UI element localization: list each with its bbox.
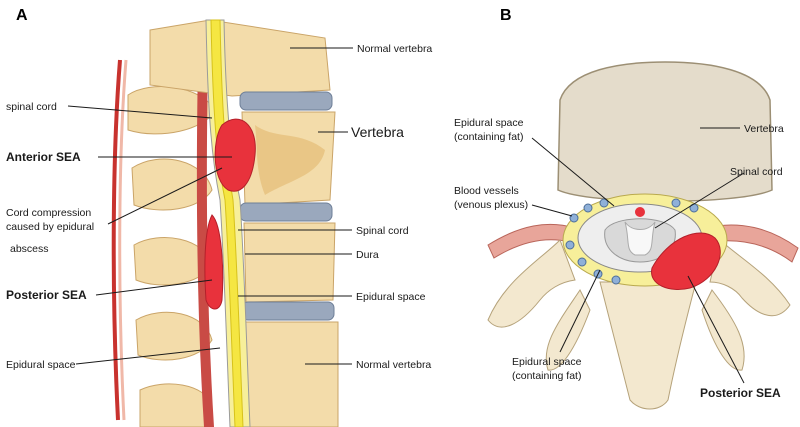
label-vertebra: Vertebra: [351, 124, 404, 140]
panel-a-letter: A: [16, 7, 28, 24]
label-epidural-space-right: Epidural space: [356, 291, 426, 303]
label-epidural-space-left: Epidural space: [6, 359, 76, 371]
label-dura: Dura: [356, 249, 379, 261]
label-cord-compression-2: caused by epidural: [6, 221, 94, 233]
lamina-right: [701, 289, 745, 371]
label-posterior-sea-a: Posterior SEA: [6, 288, 87, 302]
leader-cord-compression: [107, 167, 223, 225]
skin-inner: [118, 59, 128, 421]
label-normal-vertebra-bottom: Normal vertebra: [356, 359, 431, 371]
posterior-sea-mass-a: [204, 214, 224, 310]
leader-epidural-fat-b: [531, 137, 615, 207]
label-vertebra-b: Vertebra: [744, 123, 784, 135]
label-epidural-fat-bottom-2: (containing fat): [512, 370, 581, 382]
label-cord-compression-1: Cord compression: [6, 207, 91, 219]
spinous-process-2: [131, 158, 213, 211]
disc-1: [239, 91, 333, 111]
label-posterior-sea-b: Posterior SEA: [700, 386, 781, 400]
spinous-process-4: [135, 311, 213, 361]
leader-posterior-sea-b: [687, 275, 745, 384]
label-normal-vertebra-top: Normal vertebra: [357, 43, 432, 55]
label-cord-compression-3: abscess: [10, 243, 49, 255]
label-blood-vessels-1: Blood vessels: [454, 185, 519, 197]
spinous-process-b: [599, 281, 697, 410]
vertebra-erosion: [255, 125, 325, 195]
muscle-right: [704, 224, 799, 263]
spinous-process-5: [139, 383, 213, 427]
grey-matter: [624, 221, 656, 256]
vessel-dot: [611, 275, 621, 285]
vertebra-top-body: [149, 19, 331, 97]
vertebra-mid-body: [243, 222, 336, 303]
label-spinal-cord: spinal cord: [6, 101, 57, 113]
panel-b-letter: B: [500, 7, 512, 24]
vessel-anterior: [635, 207, 645, 217]
leader-posterior-sea: [95, 279, 213, 296]
label-anterior-sea: Anterior SEA: [6, 150, 81, 164]
vessel-dot: [599, 198, 609, 208]
disc-3: [241, 301, 335, 321]
label-epidural-fat-b-1: Epidural space: [454, 117, 524, 129]
leader-blood-vessels: [531, 204, 573, 217]
vessel-dot: [569, 213, 579, 223]
label-epidural-fat-b-2: (containing fat): [454, 131, 523, 143]
vertebra-b-body: [557, 61, 773, 202]
vessel-dot: [577, 257, 587, 267]
vessel-dot: [671, 198, 681, 208]
leader-spinal-cord-b: [654, 172, 745, 229]
posterior-sea-mass-b: [651, 232, 721, 290]
vertebra-bottom-body: [243, 321, 339, 427]
leader-epidural-fat-bottom: [559, 269, 601, 353]
transverse-process-left: [487, 239, 576, 328]
label-spinal-cord-b: Spinal cord: [730, 166, 783, 178]
disc-2: [239, 202, 333, 222]
lamina-left: [545, 289, 591, 371]
leader-spinal-cord: [67, 105, 213, 119]
label-spinal-cord-right: Spinal cord: [356, 225, 409, 237]
vessel-dot: [565, 240, 575, 250]
vessel-dot: [583, 203, 593, 213]
transverse-process-right: [709, 239, 791, 317]
label-blood-vessels-2: (venous plexus): [454, 199, 528, 211]
leader-epidural-left: [75, 347, 221, 365]
anterior-sea-mass: [214, 118, 256, 192]
label-epidural-fat-bottom-1: Epidural space: [512, 356, 582, 368]
skin-line: [111, 59, 122, 421]
